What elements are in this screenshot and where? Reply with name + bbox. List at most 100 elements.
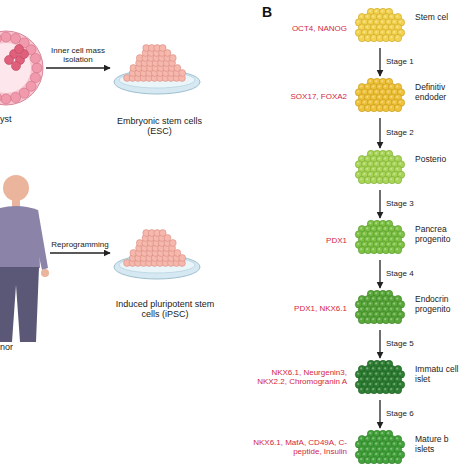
cell-highlight	[381, 10, 383, 12]
cell-highlight	[369, 362, 371, 364]
cell-highlight	[396, 26, 398, 28]
cell-highlight	[366, 36, 368, 38]
cell-highlight	[357, 303, 359, 305]
inner-cell-mass-cell	[15, 45, 24, 54]
cell-highlight	[357, 163, 359, 165]
cell-highlight	[390, 388, 392, 390]
cell-highlight	[366, 297, 368, 299]
cell-highlight	[372, 448, 374, 450]
arrow-connector	[379, 330, 380, 358]
cell-highlight	[372, 238, 374, 240]
cell-highlight	[384, 238, 386, 240]
cell-highlight	[393, 383, 395, 385]
cell-highlight	[381, 243, 383, 245]
cell-highlight	[363, 443, 365, 445]
arrow-connector	[50, 252, 110, 253]
cell-highlight	[396, 106, 398, 108]
cell-highlight	[375, 233, 377, 235]
cell-highlight	[366, 318, 368, 320]
legs	[0, 267, 39, 342]
cell-highlight	[360, 297, 362, 299]
cell-highlight	[369, 222, 371, 224]
cell-highlight	[384, 178, 386, 180]
cell-highlight	[381, 222, 383, 224]
cell-highlight	[357, 313, 359, 315]
cell-cluster	[355, 360, 405, 398]
cell-highlight	[390, 85, 392, 87]
cell-highlight	[363, 31, 365, 33]
cell-highlight	[381, 80, 383, 82]
cell-highlight	[399, 31, 401, 33]
cell-highlight	[390, 367, 392, 369]
trophoblast-cell	[1, 94, 11, 104]
cell	[174, 65, 181, 72]
cell-highlight	[381, 91, 383, 93]
head	[3, 175, 29, 201]
cell-highlight	[363, 383, 365, 385]
cell-highlight	[372, 157, 374, 159]
cell-highlight	[357, 173, 359, 175]
cell	[394, 176, 401, 183]
cell-cluster-node: PDX1, NKX6.1Endocrin progenito	[355, 290, 405, 328]
cell-highlight	[366, 308, 368, 310]
cell-highlight	[378, 448, 380, 450]
cell-highlight	[366, 367, 368, 369]
cell-dish-node: Embryonic stem cells (ESC)	[112, 40, 202, 96]
cell-highlight	[384, 168, 386, 170]
cell-highlight	[372, 458, 374, 460]
dish-base	[114, 255, 200, 279]
cell-highlight	[387, 80, 389, 82]
cell-highlight	[384, 458, 386, 460]
cell-highlight	[372, 106, 374, 108]
cell-highlight	[375, 373, 377, 375]
cell-highlight	[387, 91, 389, 93]
cell-highlight	[375, 91, 377, 93]
torso	[0, 206, 40, 268]
cell-highlight	[378, 85, 380, 87]
cell-highlight	[363, 21, 365, 23]
cell-highlight	[366, 448, 368, 450]
cell-highlight	[399, 373, 401, 375]
cell-highlight	[390, 248, 392, 250]
arrow-connector	[379, 400, 380, 428]
cell	[174, 250, 181, 257]
cell-highlight	[387, 453, 389, 455]
cell-highlight	[378, 36, 380, 38]
cell-highlight	[396, 168, 398, 170]
cell-highlight	[387, 222, 389, 224]
cell-highlight	[396, 238, 398, 240]
cell-highlight	[360, 227, 362, 229]
cell	[169, 55, 176, 62]
cell-highlight	[357, 443, 359, 445]
cell-highlight	[366, 15, 368, 17]
cell-cluster-node: OCT4, NANOGStem cel	[355, 8, 405, 46]
cell-highlight	[372, 227, 374, 229]
cell-highlight	[381, 152, 383, 154]
edge-label: Stage 5	[386, 339, 414, 348]
cell-highlight	[378, 238, 380, 240]
cell	[394, 316, 401, 323]
arrow-connector	[379, 48, 380, 76]
cell	[159, 230, 166, 237]
cell-highlight	[381, 163, 383, 165]
cell-highlight	[369, 10, 371, 12]
stage-name: Endocrin progenito	[415, 295, 459, 315]
cell-highlight	[384, 26, 386, 28]
panel-letter: B	[262, 4, 272, 20]
cell-highlight	[375, 383, 377, 385]
cell-highlight	[369, 173, 371, 175]
cell-highlight	[381, 101, 383, 103]
cell-highlight	[390, 238, 392, 240]
cell-highlight	[369, 432, 371, 434]
cell-highlight	[381, 173, 383, 175]
cell-highlight	[378, 157, 380, 159]
cell-highlight	[369, 163, 371, 165]
cell-highlight	[390, 157, 392, 159]
cell-highlight	[375, 303, 377, 305]
cell-highlight	[393, 313, 395, 315]
cell-highlight	[375, 101, 377, 103]
cell-highlight	[360, 318, 362, 320]
edge-label: Reprogramming	[47, 240, 113, 249]
cell-cluster	[355, 430, 405, 468]
cell-highlight	[357, 31, 359, 33]
